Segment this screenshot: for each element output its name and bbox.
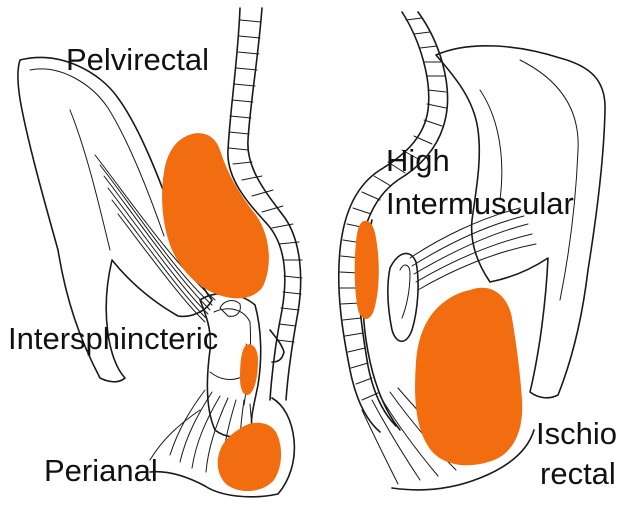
right-anal-cushion-inner bbox=[400, 265, 410, 318]
label-intersphincteric: Intersphincteric bbox=[8, 321, 218, 356]
label-rectal: rectal bbox=[540, 456, 616, 491]
high-intermuscular-abscess bbox=[355, 221, 379, 319]
left-rectal-wall-inner bbox=[248, 8, 301, 400]
label-high: High bbox=[386, 143, 450, 178]
right-anal-cushion bbox=[388, 253, 418, 341]
intersphincteric-abscess bbox=[240, 344, 258, 395]
right-wall-inner-2 bbox=[480, 90, 502, 200]
right-wall-inner bbox=[520, 60, 578, 300]
right-rectal-wall-outer bbox=[339, 12, 429, 432]
label-perianal: Perianal bbox=[44, 453, 158, 488]
label-intermuscular: Intermuscular bbox=[386, 186, 574, 221]
left-wall-inner-2 bbox=[70, 110, 110, 250]
left-wall-inner bbox=[30, 69, 164, 236]
label-pelvirectal: Pelvirectal bbox=[66, 42, 209, 77]
label-ischio: Ischio bbox=[536, 416, 617, 451]
ischiorectal-abscess bbox=[415, 288, 522, 466]
